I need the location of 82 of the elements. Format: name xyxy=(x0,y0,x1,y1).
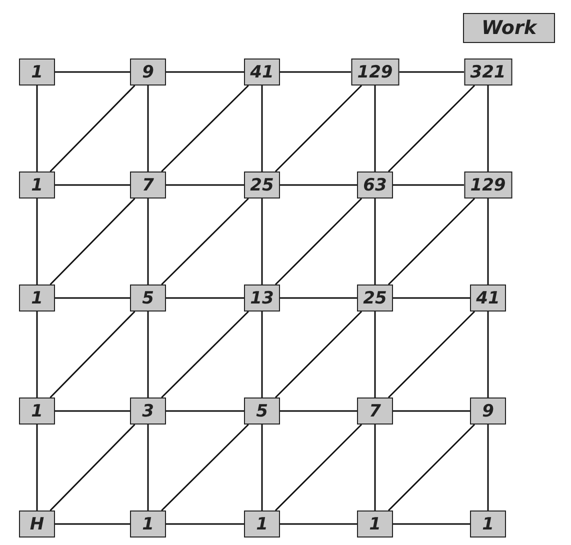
connector-line xyxy=(261,86,263,172)
value-box: 1 xyxy=(19,58,55,86)
connector-line xyxy=(36,86,38,172)
connector-line xyxy=(487,198,489,284)
value-box: 1 xyxy=(357,510,393,538)
value-box: 7 xyxy=(130,172,166,198)
connector-line xyxy=(261,424,263,510)
connector-line xyxy=(261,312,263,398)
value-box: 5 xyxy=(130,284,166,312)
connector-line xyxy=(161,84,249,172)
connector-line xyxy=(261,198,263,284)
connector-line xyxy=(166,523,244,525)
connector-line xyxy=(36,312,38,398)
connector-line xyxy=(50,84,136,172)
value-box: 25 xyxy=(357,284,393,312)
connector-line xyxy=(55,71,130,73)
value-box: 13 xyxy=(244,284,280,312)
connector-line xyxy=(487,424,489,510)
value-box: 129 xyxy=(464,172,512,198)
connector-line xyxy=(55,184,130,186)
value-box: 9 xyxy=(470,398,506,424)
connector-line xyxy=(393,297,470,299)
value-box: 1 xyxy=(19,284,55,312)
connector-line xyxy=(147,86,149,172)
connector-line xyxy=(274,84,362,172)
connector-line xyxy=(50,310,136,398)
connector-line xyxy=(55,410,130,412)
connector-line xyxy=(487,86,489,172)
connector-line xyxy=(166,184,244,186)
connector-line xyxy=(393,523,470,525)
connector-line xyxy=(161,198,249,286)
connector-line xyxy=(374,424,376,510)
connector-line xyxy=(280,297,357,299)
connector-line xyxy=(50,424,136,512)
connector-line xyxy=(388,84,476,172)
value-box: 63 xyxy=(357,172,393,198)
value-box: 3 xyxy=(130,398,166,424)
connector-line xyxy=(280,71,351,73)
connector-line xyxy=(161,424,249,512)
value-box: 1 xyxy=(130,510,166,538)
connector-line xyxy=(374,86,376,172)
value-box: 1 xyxy=(19,172,55,198)
connector-line xyxy=(147,424,149,510)
connector-line xyxy=(55,297,130,299)
heading-box: Work xyxy=(463,13,555,43)
value-box: 25 xyxy=(244,172,280,198)
value-box: 7 xyxy=(357,398,393,424)
connector-line xyxy=(55,523,130,525)
value-box: 1 xyxy=(244,510,280,538)
connector-line xyxy=(36,424,38,510)
connector-line xyxy=(50,198,136,286)
value-box: 1 xyxy=(470,510,506,538)
connector-line xyxy=(487,312,489,398)
value-box: 321 xyxy=(464,58,512,86)
connector-line xyxy=(399,71,464,73)
value-box: 41 xyxy=(244,58,280,86)
connector-line xyxy=(161,310,249,398)
connector-line xyxy=(393,410,470,412)
value-box: 5 xyxy=(244,398,280,424)
connector-line xyxy=(166,71,244,73)
connector-line xyxy=(147,312,149,398)
connector-line xyxy=(280,184,357,186)
connector-line xyxy=(274,424,362,512)
connector-line xyxy=(280,410,357,412)
connector-line xyxy=(388,310,476,398)
connector-line xyxy=(147,198,149,284)
value-box: 1 xyxy=(19,398,55,424)
connector-line xyxy=(166,410,244,412)
connector-line xyxy=(388,198,476,286)
connector-line xyxy=(274,310,362,398)
connector-line xyxy=(374,312,376,398)
value-box: 9 xyxy=(130,58,166,86)
value-box: 41 xyxy=(470,284,506,312)
connector-line xyxy=(166,297,244,299)
connector-line xyxy=(280,523,357,525)
connector-line xyxy=(388,424,476,512)
connector-line xyxy=(274,198,362,286)
connector-line xyxy=(36,198,38,284)
connector-line xyxy=(393,184,464,186)
value-box: 129 xyxy=(351,58,399,86)
connector-line xyxy=(374,198,376,284)
value-box: H xyxy=(19,510,55,538)
